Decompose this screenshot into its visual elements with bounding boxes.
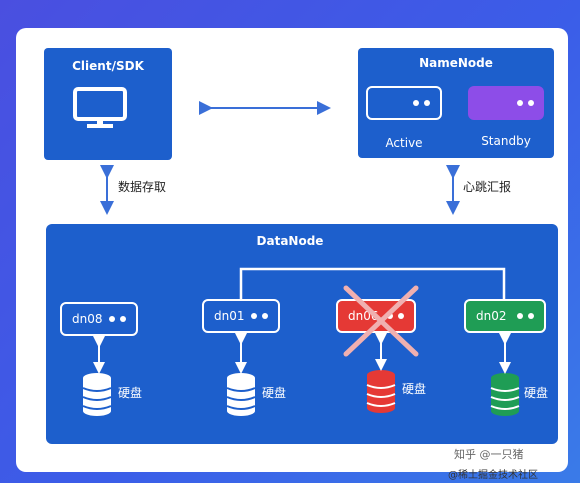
status-dots-icon [517,313,534,319]
disk-label: 硬盘 [402,382,427,396]
status-dots-icon [387,313,404,319]
standby-label: Standby [481,134,531,148]
disk-icon [82,373,112,416]
datanode-dn02: dn02 [464,299,546,333]
datanode-connectors [93,267,511,374]
namenode-title: NameNode [419,56,493,70]
diagram-panel: Client/SDK NameNode Active Standby 数据存取 … [16,28,568,472]
active-label: Active [385,136,423,150]
monitor-icon [73,87,127,128]
node-name: dn08 [72,312,103,326]
client-sdk-title: Client/SDK [72,59,144,73]
status-dots-icon [251,313,268,319]
node-name: dn02 [476,309,507,323]
watermark-line-1: 知乎 @一只猪 [454,448,524,461]
datanode-box: DataNode dn08 dn01 dn06 dn02 硬盘 [46,224,558,444]
heartbeat-label: 心跳汇报 [463,180,512,194]
node-name: dn01 [214,309,245,323]
status-dots-icon [109,316,126,322]
watermark-line-2: @稀土掘金技术社区 [448,470,538,481]
data-access-label: 数据存取 [118,180,167,194]
replication-line [239,267,506,299]
disk-icon [366,370,396,413]
disk-icon [226,373,256,416]
disk-label: 硬盘 [262,386,287,400]
namenode-standby-server [468,86,544,120]
datanode-title: DataNode [256,234,324,248]
client-sdk-box: Client/SDK [44,48,172,160]
failure-cross-icon [343,285,419,357]
disk-label: 硬盘 [524,386,549,400]
disk-label: 硬盘 [118,386,143,400]
disk-icon [490,373,520,416]
status-dots-icon [517,100,534,106]
namenode-active-server [366,86,442,120]
namenode-box: NameNode Active Standby [358,48,554,158]
datanode-dn01: dn01 [202,299,280,333]
panel-connectors [100,101,460,215]
status-dots-icon [413,100,430,106]
datanode-dn08: dn08 [60,302,138,336]
